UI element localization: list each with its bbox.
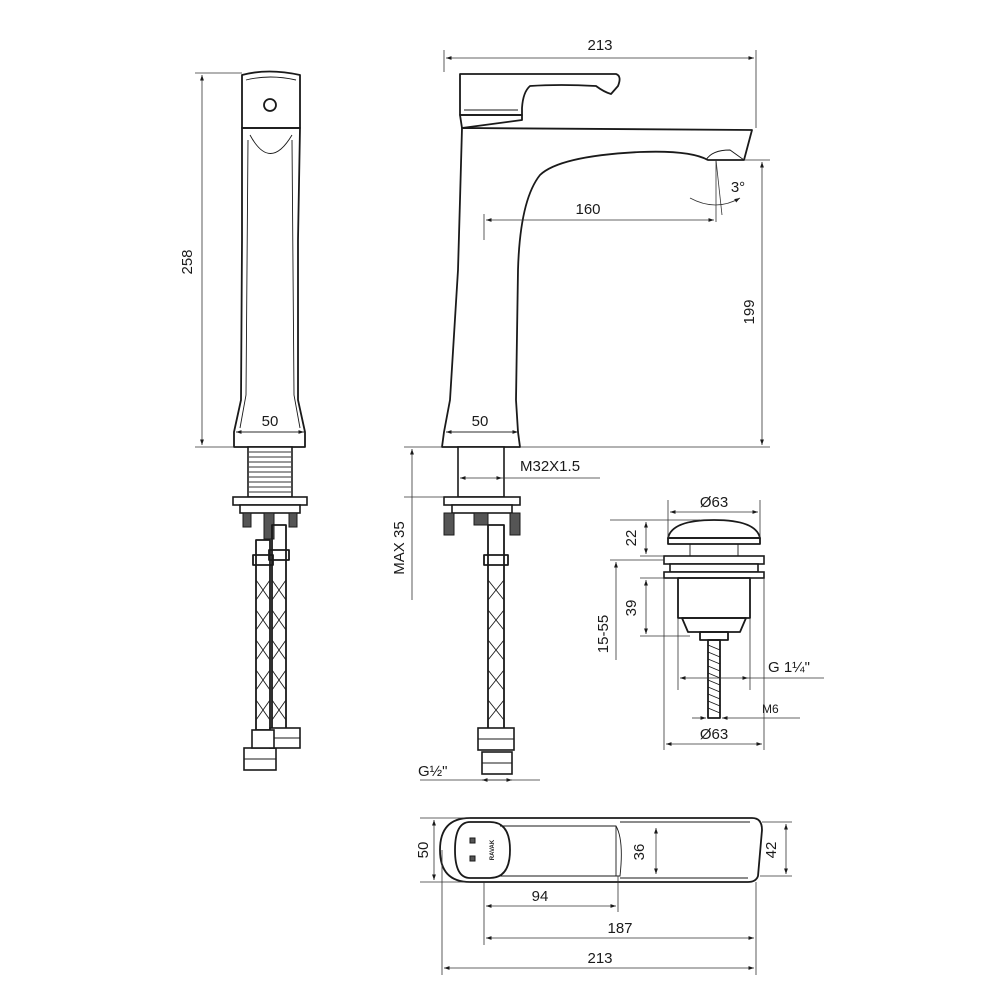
side-hose-thread-label: G½" bbox=[418, 763, 448, 780]
side-hose bbox=[477, 524, 515, 775]
side-reach-label: 160 bbox=[575, 201, 600, 218]
drain-body-height-label: 39 bbox=[623, 600, 640, 617]
drain-view: Ø63 22 39 15-55 G 1¼" M6 Ø63 bbox=[595, 494, 824, 750]
side-spout-height-label: 199 bbox=[741, 299, 758, 324]
side-angle-label: 3° bbox=[731, 179, 745, 196]
front-mount-plate bbox=[232, 496, 308, 506]
side-shank bbox=[457, 446, 505, 498]
side-spout-body bbox=[441, 127, 753, 448]
side-base-width-label: 50 bbox=[472, 413, 489, 430]
top-dist-213-label: 213 bbox=[587, 950, 612, 967]
top-dist-94-label: 94 bbox=[532, 888, 549, 905]
top-outline bbox=[439, 817, 763, 883]
side-handle bbox=[459, 73, 621, 116]
drain-range-label: 15-55 bbox=[595, 615, 612, 653]
drain-cap bbox=[667, 519, 761, 539]
top-cartridge bbox=[454, 821, 511, 879]
side-view: 213 160 3° 199 50 M32X1.5 MAX 35 bbox=[391, 37, 770, 782]
front-handle-hole bbox=[263, 98, 277, 112]
drain-body bbox=[677, 577, 751, 619]
front-base-width-label: 50 bbox=[262, 413, 279, 430]
front-body bbox=[233, 127, 306, 448]
drain-flange bbox=[663, 555, 765, 565]
drain-thread-label: G 1¼" bbox=[768, 659, 810, 676]
top-width-right-label: 42 bbox=[763, 842, 780, 859]
top-width-left-label: 50 bbox=[415, 842, 432, 859]
front-height-label: 258 bbox=[179, 249, 196, 274]
side-length-label: 213 bbox=[587, 37, 612, 54]
front-view: 258 50 bbox=[179, 70, 308, 771]
drain-cap-height-label: 22 bbox=[623, 530, 640, 547]
top-view: RAVAK 50 36 42 94 187 213 bbox=[415, 817, 792, 975]
drain-flange-diameter-label: Ø63 bbox=[700, 726, 728, 743]
side-max-deck-label: MAX 35 bbox=[391, 521, 408, 574]
top-logo: RAVAK bbox=[490, 839, 496, 860]
front-hoses bbox=[243, 524, 301, 771]
drain-cap-diameter-label: Ø63 bbox=[700, 494, 728, 511]
side-mount-plate bbox=[443, 496, 521, 506]
top-width-mid-label: 36 bbox=[631, 844, 648, 861]
drain-bolt-label: M6 bbox=[762, 702, 779, 716]
front-handle bbox=[241, 70, 301, 129]
top-dist-187-label: 187 bbox=[607, 920, 632, 937]
side-thread-label: M32X1.5 bbox=[520, 458, 580, 475]
